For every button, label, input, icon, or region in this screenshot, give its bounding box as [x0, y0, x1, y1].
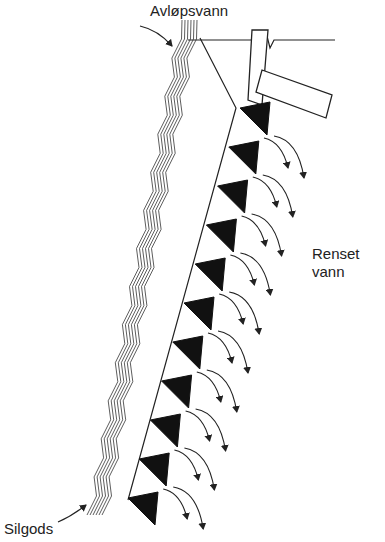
- flow-arrow: [186, 411, 210, 441]
- flow-arrow: [174, 450, 198, 480]
- wedge-bar: [139, 453, 169, 486]
- wedge-bar: [240, 102, 270, 135]
- fibre: [93, 20, 188, 515]
- inflow-arrow: [140, 26, 172, 46]
- flow-arrow: [197, 372, 221, 402]
- wedge-bar: [195, 258, 225, 291]
- label: Renset vann: [312, 245, 372, 281]
- flow-arrow: [208, 333, 232, 363]
- wedge-bars: [128, 102, 270, 525]
- screenings-fibres: [87, 20, 236, 515]
- fibre: [87, 20, 182, 515]
- flow-arrow: [218, 331, 248, 373]
- wedge-bar: [173, 336, 203, 369]
- flow-arrow: [173, 487, 203, 529]
- fibre: [99, 20, 194, 515]
- wedge-bar: [184, 297, 214, 330]
- wedge-bar: [128, 492, 158, 525]
- flow-arrow: [240, 253, 270, 295]
- wedge-bar: [218, 180, 248, 213]
- label: Avløpsvann: [150, 2, 260, 20]
- flow-arrow: [219, 294, 243, 324]
- fibre: [102, 20, 197, 515]
- screenings-arrow: [58, 505, 86, 522]
- flow-arrow: [264, 138, 288, 168]
- wedge-bar: [229, 141, 259, 174]
- wedge-bar: [162, 375, 192, 408]
- fibre: [90, 20, 185, 515]
- flow-arrow: [207, 370, 237, 412]
- label: Silgods: [4, 520, 84, 538]
- flow-arrow: [196, 409, 226, 451]
- flow-arrow: [252, 214, 282, 256]
- flow-arrow: [263, 175, 293, 217]
- flow-arrow: [230, 255, 254, 285]
- wedge-bar: [206, 219, 236, 252]
- flow-arrow: [229, 292, 259, 334]
- flow-arrow: [253, 177, 277, 207]
- flow-arrow: [274, 136, 304, 178]
- flow-arrow: [242, 216, 266, 246]
- wedge-bar: [150, 414, 180, 447]
- flow-arrow: [184, 448, 214, 490]
- flow-arrows: [163, 136, 304, 529]
- fibre: [96, 20, 191, 515]
- flow-arrow: [163, 489, 187, 519]
- screen-face: [128, 38, 236, 500]
